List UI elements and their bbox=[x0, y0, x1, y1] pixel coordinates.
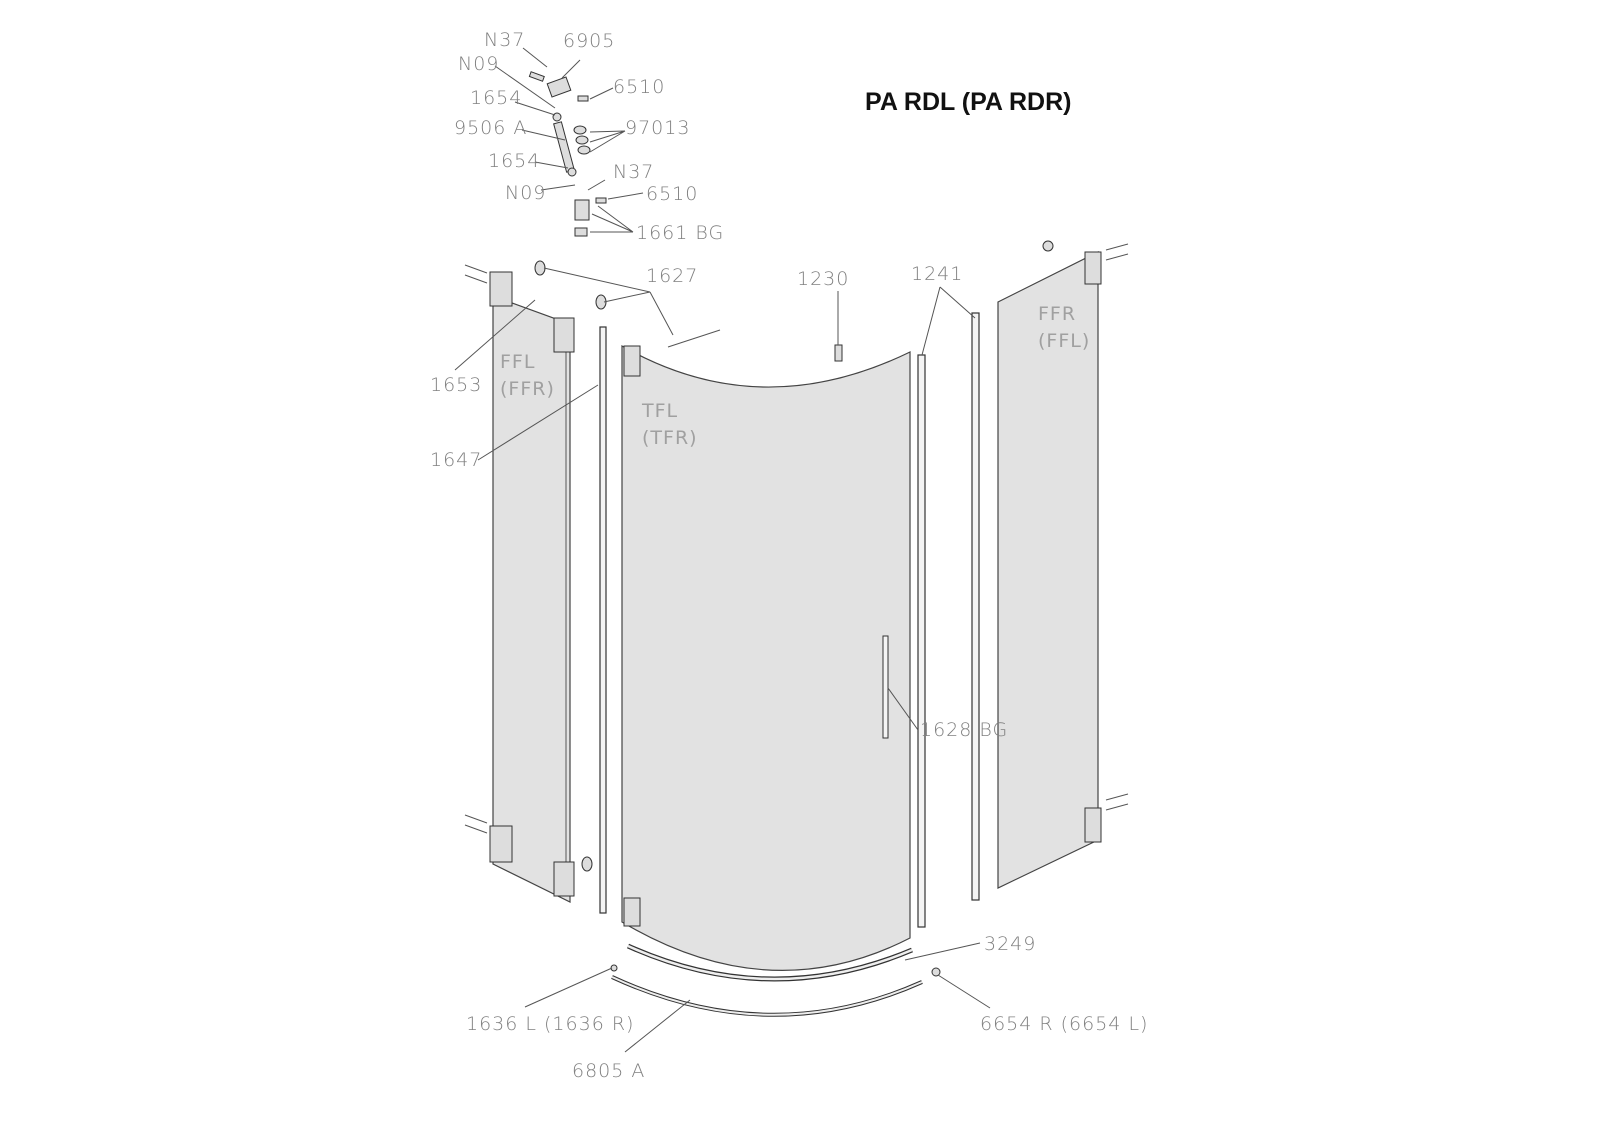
panel-label-ffl-right: (FFL) bbox=[1038, 330, 1090, 352]
part-1230 bbox=[834, 344, 843, 362]
panel-label-tfr: (TFR) bbox=[642, 427, 698, 449]
label-n09-top: N09 bbox=[458, 53, 499, 75]
hinge-assembly bbox=[528, 71, 607, 237]
label-1647: 1647 bbox=[430, 449, 482, 471]
label-1241: 1241 bbox=[911, 263, 963, 285]
panel-label-ffr-right: FFR bbox=[1038, 303, 1076, 325]
label-9506a: 9506 A bbox=[454, 117, 527, 139]
label-6510-bottom: 6510 bbox=[646, 183, 698, 205]
label-6654: 6654 R (6654 L) bbox=[980, 1013, 1148, 1035]
label-1636: 1636 L (1636 R) bbox=[466, 1013, 634, 1035]
label-1661bg: 1661 BG bbox=[636, 222, 724, 244]
seal-strip bbox=[971, 312, 980, 901]
label-6510-top: 6510 bbox=[613, 76, 665, 98]
label-1627: 1627 bbox=[646, 265, 698, 287]
leader-lines bbox=[454, 47, 991, 1053]
label-6805a: 6805 A bbox=[572, 1060, 645, 1082]
label-1628bg: 1628 BG bbox=[920, 719, 1008, 741]
fixed-panel-right: FFR (FFL) bbox=[997, 240, 1129, 889]
label-1230: 1230 bbox=[797, 268, 849, 290]
diagram-title: PA RDL (PA RDR) bbox=[865, 88, 1071, 116]
label-3249: 3249 bbox=[984, 933, 1036, 955]
fixed-panel-left: FFL (FFR) bbox=[464, 260, 607, 903]
panel-label-ffl: FFL bbox=[500, 351, 535, 373]
label-1654-bottom: 1654 bbox=[488, 150, 540, 172]
label-n37-bottom: N37 bbox=[613, 161, 654, 183]
door-panel: TFL (TFR) bbox=[621, 344, 911, 971]
door-handle bbox=[882, 635, 889, 739]
label-n37-top: N37 bbox=[484, 29, 525, 51]
label-6905: 6905 bbox=[563, 30, 615, 52]
label-97013: 97013 bbox=[625, 117, 690, 139]
label-n09-bottom: N09 bbox=[505, 182, 546, 204]
seal-strip bbox=[917, 354, 926, 928]
panel-label-ffr: (FFR) bbox=[500, 378, 555, 400]
wall-profile bbox=[599, 326, 607, 914]
panel-label-tfl: TFL bbox=[641, 400, 678, 422]
label-1653: 1653 bbox=[430, 374, 482, 396]
label-1654-top: 1654 bbox=[470, 87, 522, 109]
